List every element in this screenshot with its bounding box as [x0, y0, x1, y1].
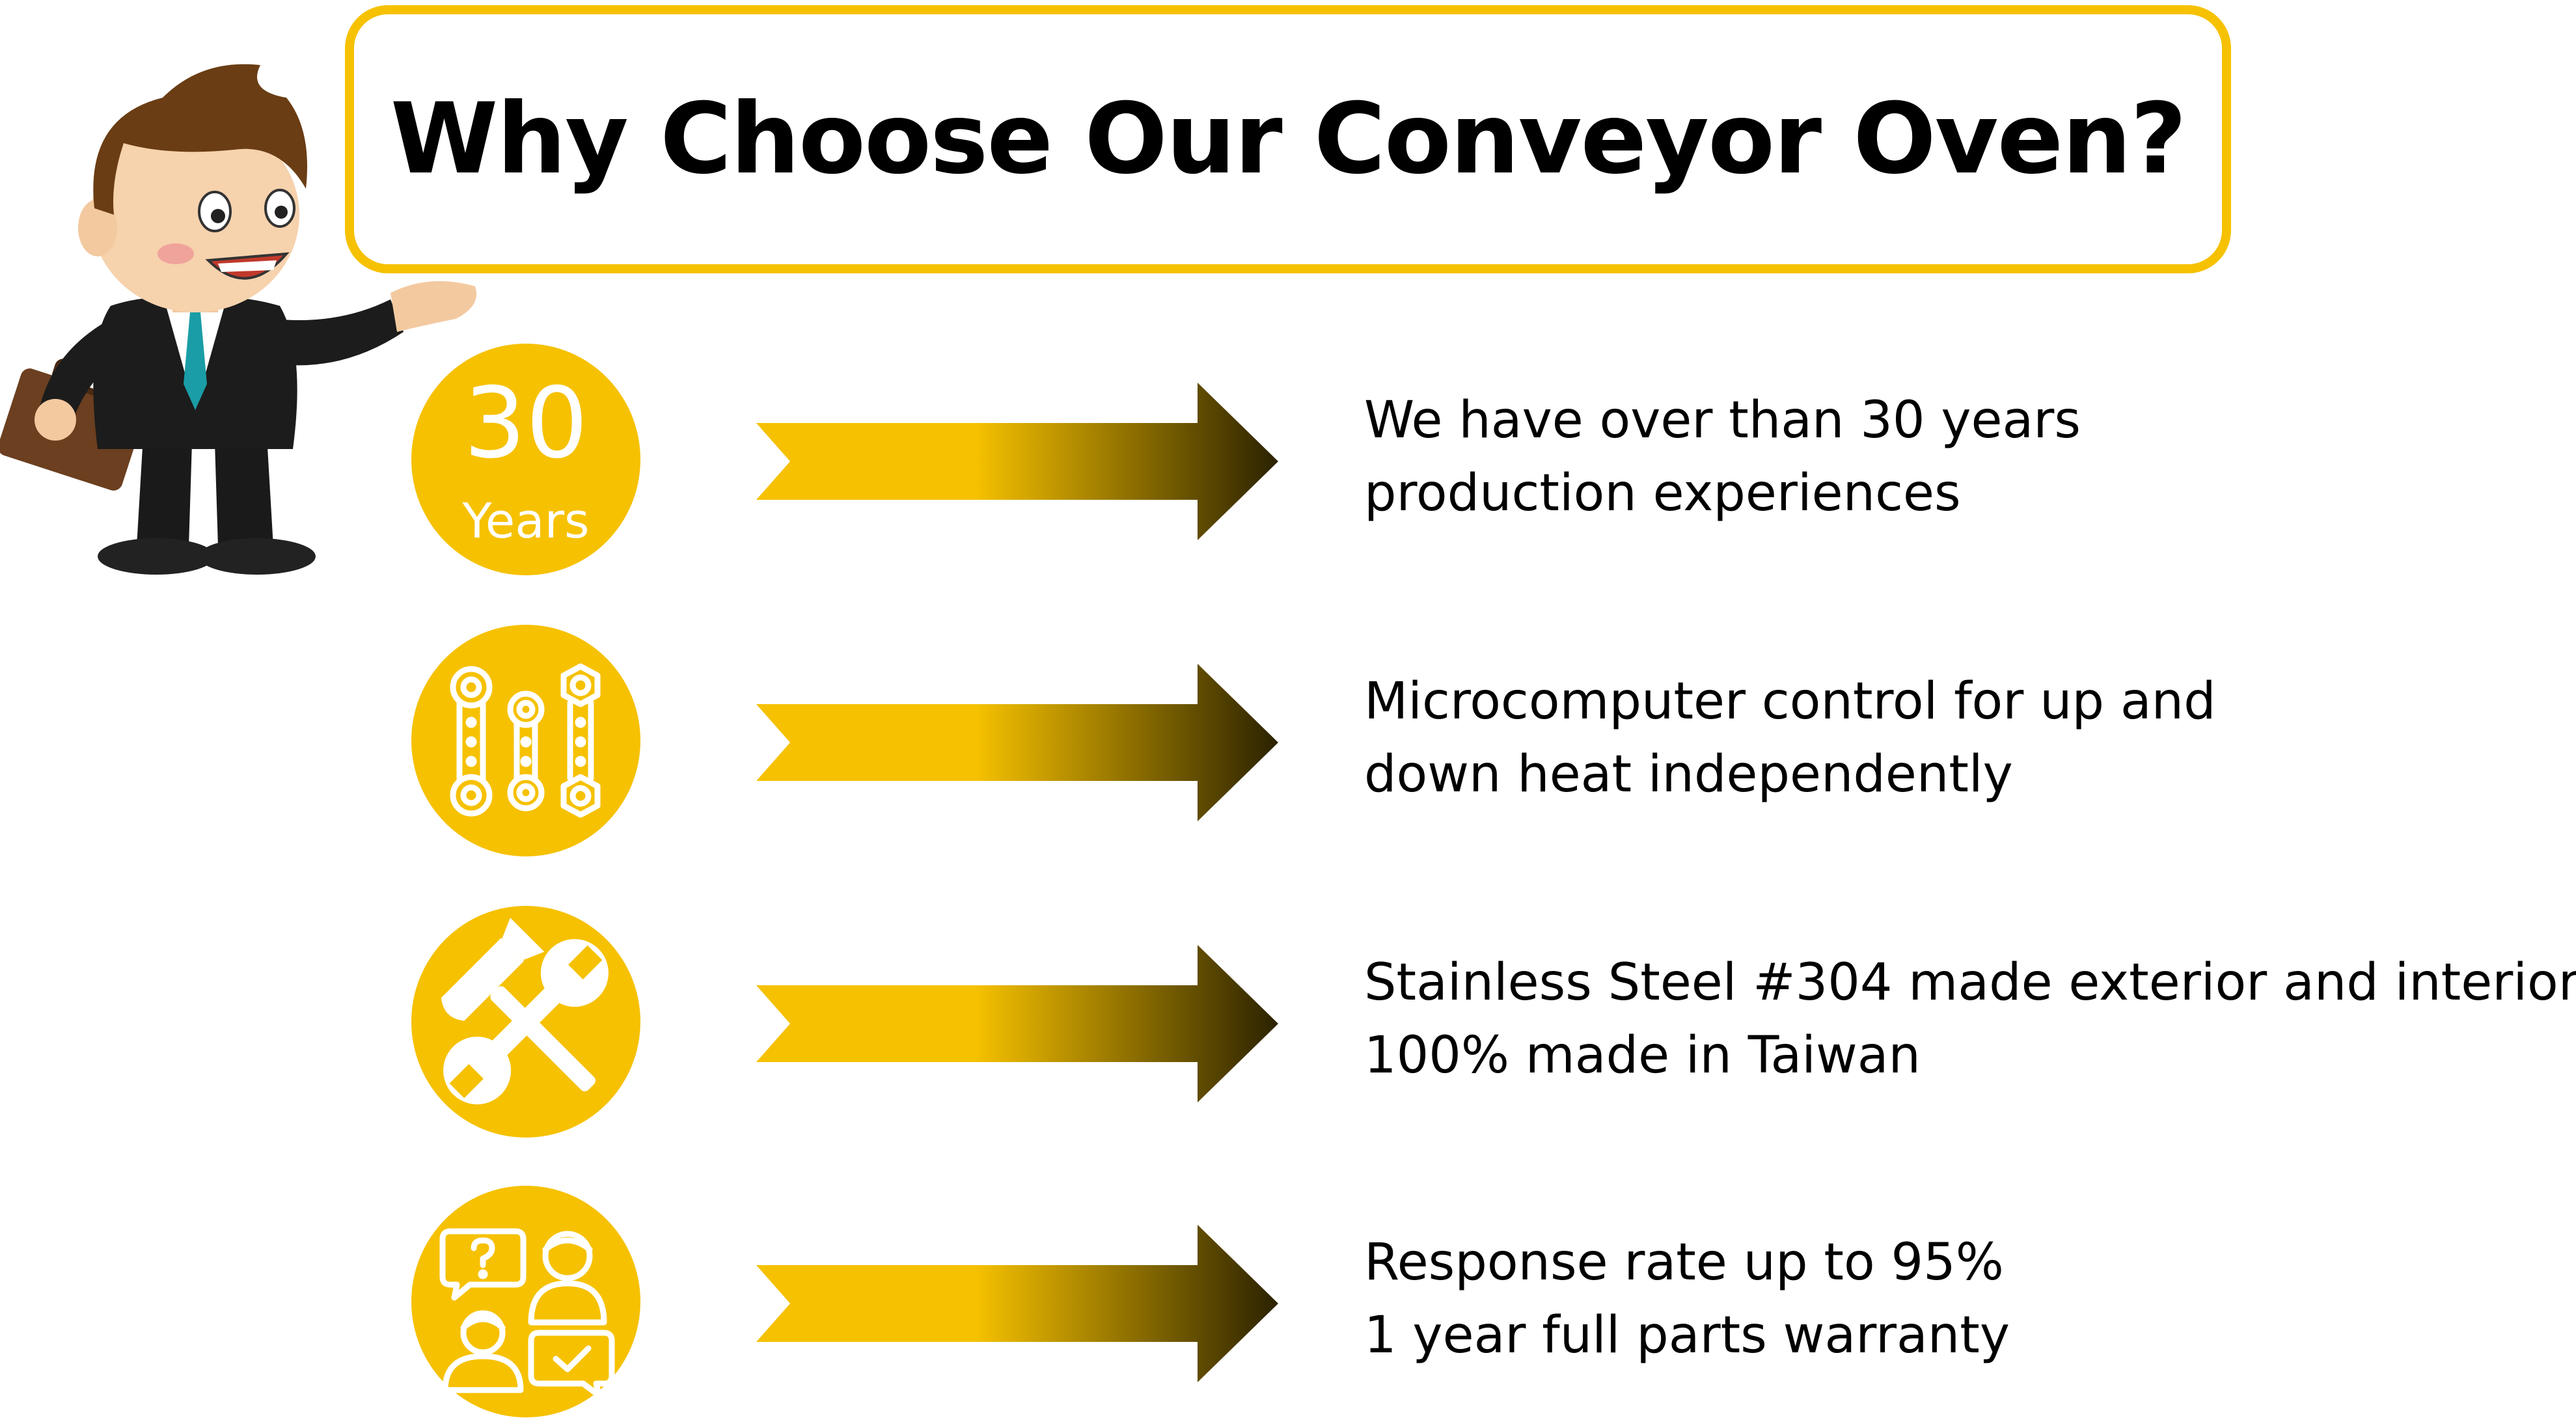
- feature-description: Response rate up to 95% 1 year full part…: [1364, 1226, 2575, 1372]
- arrow-right-icon: [756, 945, 1278, 1102]
- feature-line-1: We have over than 30 years: [1364, 391, 2081, 450]
- wrench-hammer-badge: [411, 906, 640, 1138]
- control-circuit-badge: [411, 625, 640, 856]
- arrow-right-icon: [756, 664, 1278, 821]
- title-banner: Why Choose Our Conveyor Oven?: [345, 5, 2231, 273]
- arrow-right-icon: [756, 1225, 1278, 1382]
- feature-line-2: down heat independently: [1364, 745, 2013, 804]
- badge-label: Years: [462, 493, 590, 549]
- feature-line-2: 100% made in Taiwan: [1364, 1026, 1921, 1085]
- customer-support-icon: [439, 1228, 615, 1399]
- feature-description: We have over than 30 years production ex…: [1364, 384, 2575, 530]
- feature-line-2: production experiences: [1364, 464, 1961, 523]
- feature-line-2: 1 year full parts warranty: [1364, 1306, 2010, 1365]
- control-circuit-icon: [450, 663, 601, 818]
- feature-line-1: Stainless Steel #304 made exterior and i…: [1364, 953, 2576, 1012]
- businessman-mascot-illustration: [0, 64, 476, 575]
- feature-description: Microcomputer control for up and down he…: [1364, 665, 2575, 811]
- feature-row: 30 Years We have over than 30 years prod…: [0, 344, 2576, 578]
- customer-support-badge: [411, 1186, 640, 1417]
- feature-description: Stainless Steel #304 made exterior and i…: [1364, 946, 2576, 1092]
- page-title: Why Choose Our Conveyor Oven?: [390, 83, 2187, 196]
- years-badge: 30 Years: [411, 344, 640, 575]
- feature-row: Response rate up to 95% 1 year full part…: [0, 1186, 2576, 1420]
- feature-line-1: Response rate up to 95%: [1364, 1233, 2004, 1292]
- feature-line-1: Microcomputer control for up and: [1364, 672, 2216, 731]
- arrow-right-icon: [756, 383, 1278, 540]
- wrench-hammer-icon: [441, 918, 609, 1104]
- feature-row: Stainless Steel #304 made exterior and i…: [0, 906, 2576, 1140]
- feature-row: Microcomputer control for up and down he…: [0, 625, 2576, 859]
- badge-number: 30: [463, 367, 588, 480]
